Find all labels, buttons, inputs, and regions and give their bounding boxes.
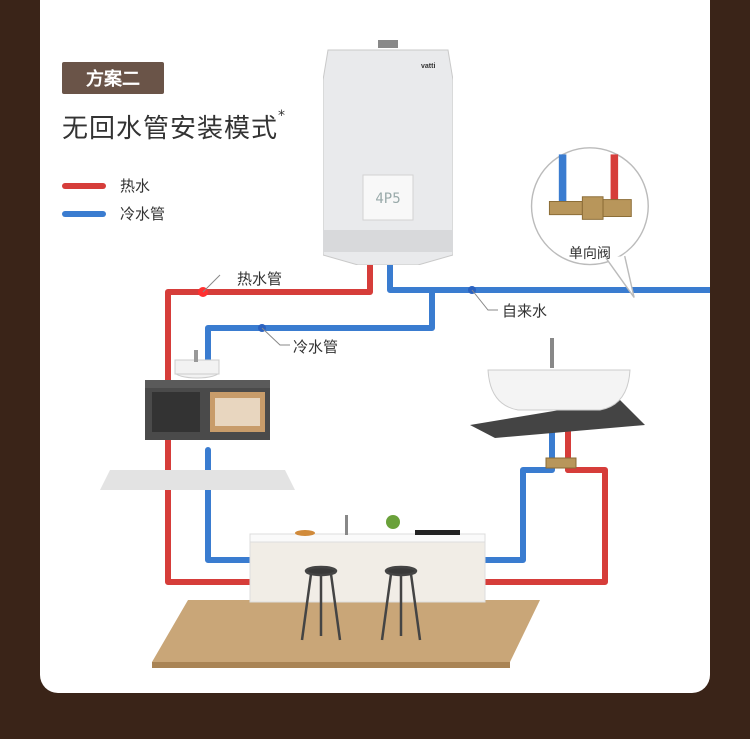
page-title: 无回水管安装模式* [62, 108, 286, 145]
cold-pipe-label: 冷水管 [293, 338, 339, 356]
cold-pipe-right [482, 427, 555, 563]
wood-floor [152, 600, 540, 662]
bar-stools [300, 565, 422, 641]
bathroom-floor-tile [100, 470, 295, 490]
cold-pipe-down [205, 447, 253, 563]
kitchen-island [249, 539, 486, 603]
legend-hot-label: 热水 [120, 177, 151, 195]
legend-cold: 冷水管 [62, 203, 165, 224]
title-footnote-mark: * [278, 108, 287, 124]
pipe-diagram [100, 262, 710, 668]
title-text: 无回水管安装模式 [62, 114, 279, 144]
diagram-card: 方案二 无回水管安装模式* 热水 冷水管 [40, 0, 710, 693]
hot-pipe-label: 热水管 [237, 270, 283, 288]
check-valve-label: 单向阀 [569, 246, 611, 262]
legend-cold-label: 冷水管 [120, 205, 166, 223]
heater-display: 4P5 [375, 191, 400, 207]
cold-pipe-main [387, 262, 710, 293]
heater-brand-logo: vatti [421, 63, 435, 70]
hot-pipe-left [165, 262, 373, 585]
legend-hot-swatch [62, 182, 106, 189]
tap-water-label: 自来水 [502, 302, 548, 320]
check-valve-callout: 单向阀 [530, 147, 649, 298]
legend-cold-swatch [62, 210, 106, 217]
bathtub [487, 369, 631, 411]
water-heater: 4P5 vatti [323, 40, 453, 265]
heater-display-panel [362, 174, 414, 221]
legend-hot: 热水 [62, 175, 150, 196]
scheme-badge: 方案二 [62, 62, 164, 94]
hot-pipe-right [482, 467, 608, 585]
cold-pipe-branch [205, 287, 435, 373]
cold-pipes [205, 262, 710, 563]
valve-fitting [545, 457, 577, 469]
